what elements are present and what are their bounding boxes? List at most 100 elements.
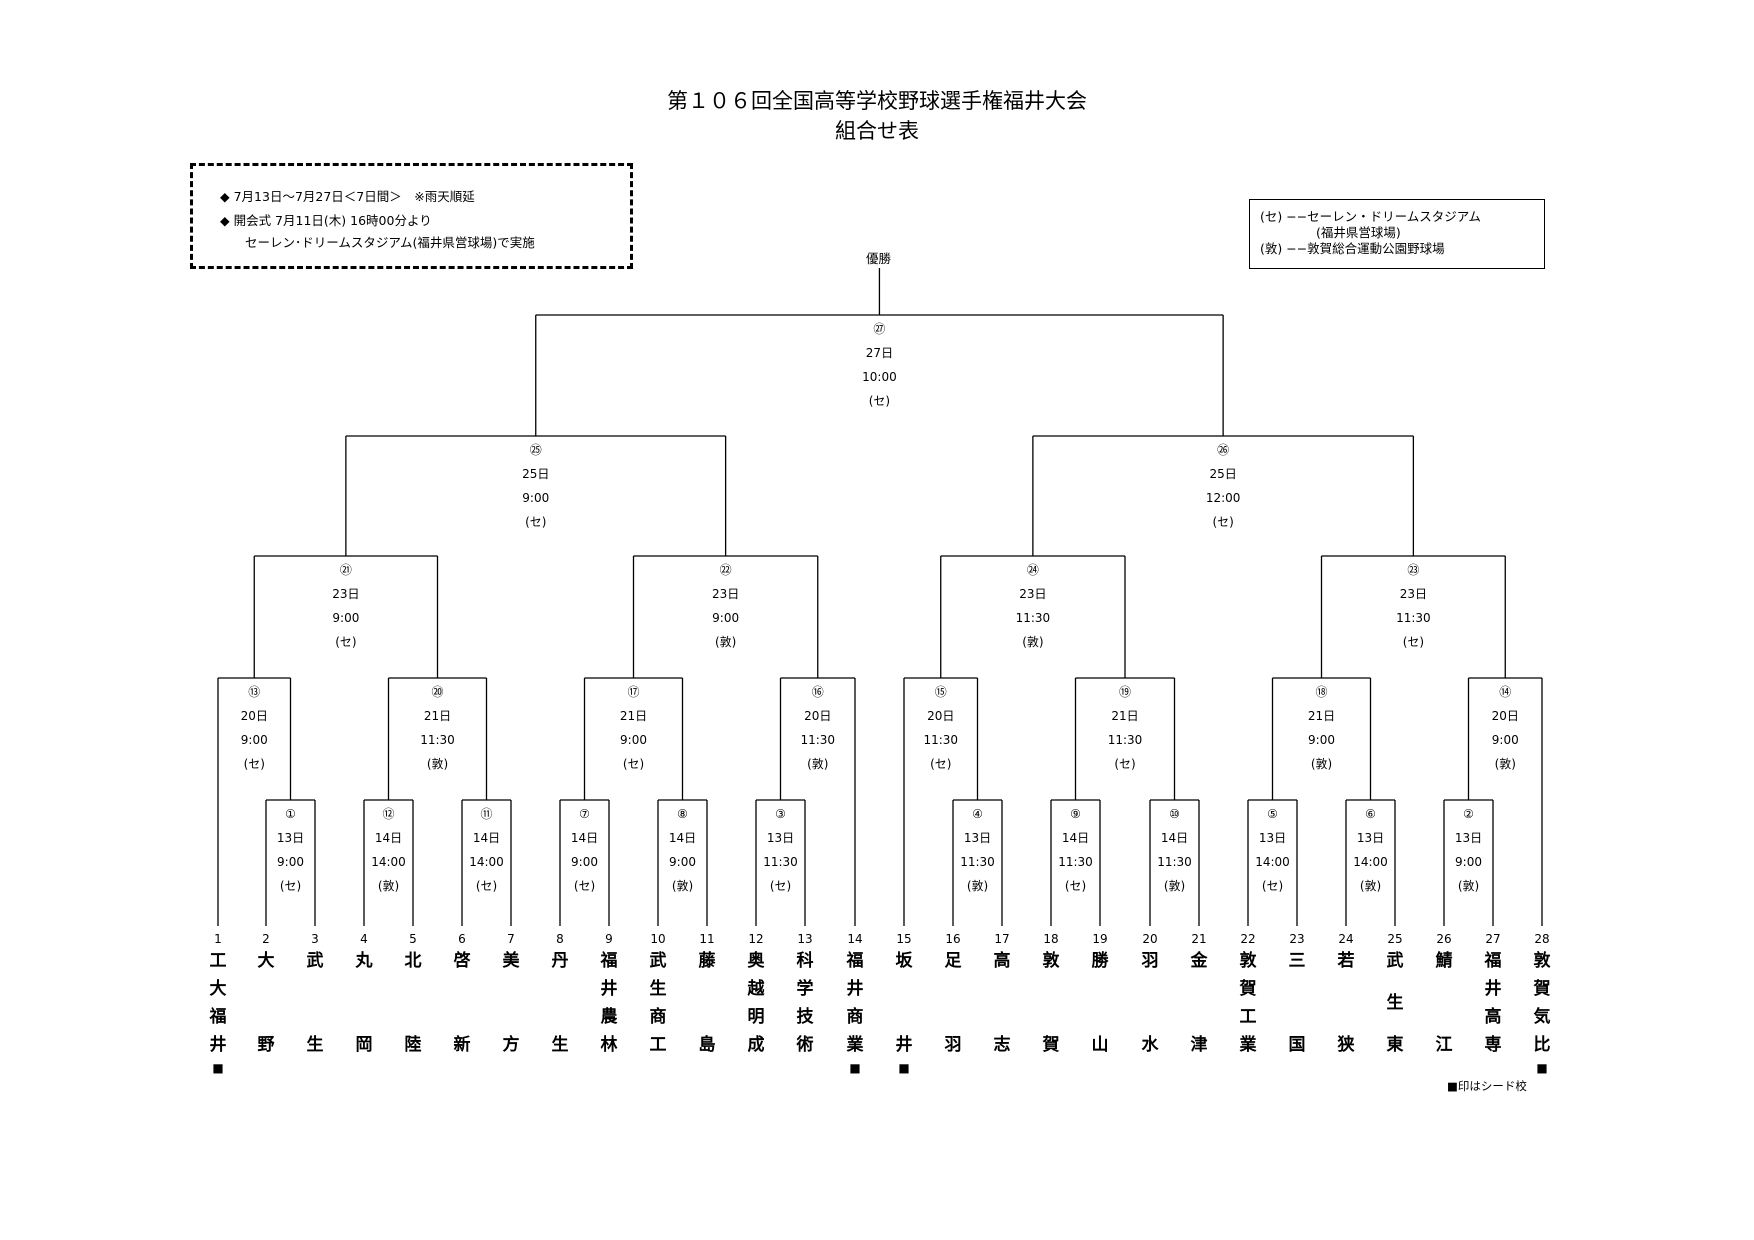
team-name-char: 坂: [895, 951, 913, 971]
team-number: 14: [847, 932, 863, 946]
match-number: ⑯: [811, 685, 824, 699]
schedule-info-box: ◆ 7月13日～7月27日＜7日間＞ ※雨天順延 ◆ 開会式 7月11日(木) …: [190, 163, 633, 269]
team-name: 武生東: [1380, 946, 1410, 1086]
team-name-char: 啓: [453, 951, 471, 971]
match-day: 14日: [668, 831, 697, 845]
team-number: 11: [699, 932, 715, 946]
match-time: 9:00: [1491, 733, 1519, 747]
match-day: 14日: [472, 831, 501, 845]
team-number: 25: [1387, 932, 1403, 946]
team-name: 武生商工: [643, 946, 673, 1086]
team-name-char: 工: [649, 1035, 667, 1055]
match-venue: (敦): [807, 757, 829, 771]
team-name-char: 大: [209, 979, 227, 999]
match-venue: (セ): [868, 394, 891, 408]
team-name: 勝山: [1085, 946, 1115, 1086]
team-name: 足羽: [938, 946, 968, 1086]
match-day: 14日: [374, 831, 403, 845]
match-time: 9:00: [332, 611, 360, 625]
team-name-char: 生: [1386, 993, 1404, 1013]
team-name-char: 三: [1288, 951, 1306, 971]
team-number: 3: [311, 932, 319, 946]
team-number: 23: [1289, 932, 1305, 946]
match-time: 9:00: [277, 855, 304, 869]
team-name-char: 林: [600, 1035, 618, 1055]
team-name-char: 福: [600, 951, 618, 971]
team-name-char: 商: [846, 1007, 864, 1027]
match-time: 10:00: [862, 370, 897, 384]
team-number: 27: [1485, 932, 1501, 946]
team-name-char: 科: [796, 951, 814, 971]
match-venue: (セ): [573, 879, 596, 893]
team-name-char: 岡: [355, 1035, 373, 1055]
match-number: ㉓: [1407, 563, 1420, 577]
team-number: 21: [1191, 932, 1207, 946]
match-day: 23日: [711, 587, 740, 601]
match-time: 9:00: [1308, 733, 1335, 747]
match-day: 13日: [766, 831, 795, 845]
team-name-char: 羽: [1141, 951, 1159, 971]
match-number: ⑱: [1315, 685, 1328, 699]
match-time: 12:00: [1205, 491, 1241, 505]
team-number: 1: [214, 932, 222, 946]
team-number: 15: [896, 932, 912, 946]
team-name: 啓新: [447, 946, 477, 1086]
match-day: 14日: [570, 831, 599, 845]
team-name-char: 方: [502, 1035, 520, 1055]
team-name: 福井農林: [594, 946, 624, 1086]
match-venue: (敦): [1359, 879, 1382, 893]
match-venue: (セ): [1402, 635, 1425, 649]
match-number: ④: [972, 807, 983, 821]
team-name-char: 井: [895, 1035, 913, 1055]
team-number: 8: [556, 932, 564, 946]
match-venue: (セ): [279, 879, 302, 893]
team-name: 敦賀気比: [1527, 946, 1557, 1086]
match-time: 11:30: [1107, 733, 1143, 747]
match-day: 21日: [619, 709, 648, 723]
team-number: 2: [262, 932, 270, 946]
team-name: 工大福井: [203, 946, 233, 1086]
match-day: 25日: [522, 467, 550, 481]
match-time: 14:00: [1353, 855, 1388, 869]
team-number: 12: [748, 932, 764, 946]
match-venue: (セ): [1064, 879, 1087, 893]
match-time: 11:30: [960, 855, 995, 869]
team-name-char: 生: [649, 979, 667, 999]
team-name: 羽水: [1135, 946, 1165, 1086]
team-name-char: 井: [1484, 979, 1502, 999]
team-name-char: 野: [257, 1035, 275, 1055]
team-name-char: 勝: [1091, 951, 1109, 971]
match-number: ⑭: [1499, 685, 1512, 699]
match-venue: (敦): [714, 635, 737, 649]
team-name-char: 工: [209, 951, 227, 971]
team-number: 22: [1240, 932, 1256, 946]
venue-legend-box: (セ) −−セーレン・ドリームスタジアム (福井県営球場) (敦) −−敦賀総合…: [1249, 199, 1545, 269]
match-day: 13日: [1454, 831, 1483, 845]
match-number: ③: [775, 807, 786, 821]
match-time: 14:00: [1255, 855, 1290, 869]
match-time: 11:30: [1396, 611, 1431, 625]
venue-line-2: (福井県営球場): [1316, 225, 1401, 240]
team-name-char: 奥: [747, 951, 765, 971]
match-venue: (セ): [769, 879, 792, 893]
seed-mark: ■: [849, 1061, 861, 1075]
match-venue: (敦): [1022, 635, 1044, 649]
match-venue: (セ): [622, 757, 645, 771]
match-venue: (セ): [525, 515, 547, 529]
match-number: ⑬: [248, 685, 261, 699]
match-day: 27日: [865, 346, 894, 360]
team-name: 福井高専: [1478, 946, 1508, 1086]
team-name: 科学技術: [790, 946, 820, 1086]
team-number: 20: [1142, 932, 1158, 946]
seed-mark: ■: [898, 1061, 910, 1075]
team-name-char: 賀: [1533, 979, 1551, 999]
venue-line-1: (セ) −−セーレン・ドリームスタジアム: [1260, 209, 1481, 224]
team-name-char: 丹: [551, 951, 569, 971]
match-time: 14:00: [371, 855, 406, 869]
team-name-char: 井: [209, 1035, 227, 1055]
match-day: 21日: [1111, 709, 1139, 723]
match-number: ㉔: [1026, 563, 1039, 577]
page-title: 第１０６回全国高等学校野球選手権福井大会: [667, 89, 1087, 113]
team-name: 敦賀工業: [1233, 946, 1263, 1086]
match-number: ②: [1463, 807, 1474, 821]
